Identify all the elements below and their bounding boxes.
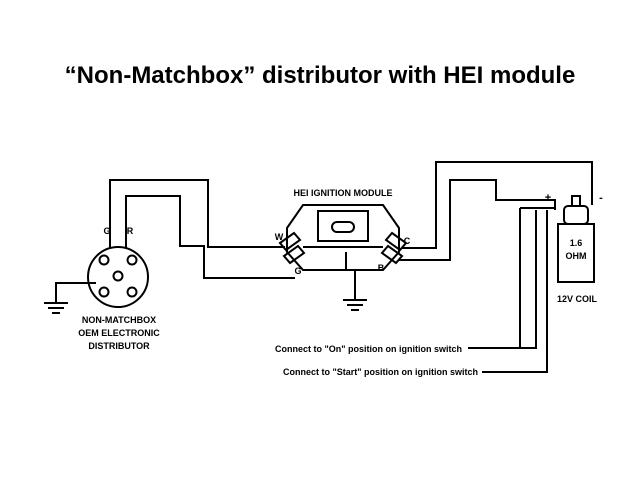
on-switch-wire	[468, 210, 537, 349]
r-wire	[125, 195, 295, 279]
module-pin-c: C	[404, 236, 411, 246]
module-pin-b: B	[378, 263, 385, 273]
distributor-pin-g: G	[103, 226, 110, 236]
distributor-pin-r: R	[127, 226, 134, 236]
coil-label: 12V COIL	[557, 294, 598, 304]
distributor-terminal	[98, 254, 110, 266]
distributor-terminal	[98, 286, 110, 298]
distributor-label-line-2: OEM ELECTRONIC	[78, 328, 160, 338]
module-pin-w: W	[275, 232, 284, 242]
distributor-ground-wire	[55, 282, 96, 303]
g-wire	[109, 179, 285, 249]
module-pin-g: G	[294, 266, 301, 276]
module-ground-wire	[345, 252, 356, 300]
b-wire	[398, 179, 556, 261]
ignition-coil	[557, 195, 595, 283]
distributor-label-line-1: NON-MATCHBOX	[82, 315, 156, 325]
ground-symbol-center	[343, 299, 367, 311]
start-position-note: Connect to "Start" position on ignition …	[283, 367, 478, 377]
on-position-note: Connect to "On" position on ignition swi…	[275, 344, 462, 354]
coil-negative-label: -	[599, 192, 603, 204]
hei-module	[278, 204, 408, 271]
coil-resistance-unit: OHM	[566, 251, 587, 261]
coil-resistance: 1.6	[570, 238, 583, 248]
start-switch-wire	[482, 210, 548, 373]
distributor-terminal	[112, 270, 124, 282]
module-label: HEI IGNITION MODULE	[294, 188, 393, 198]
distributor-label-line-3: DISTRIBUTOR	[88, 341, 150, 351]
c-wire	[402, 161, 593, 249]
diagram-title: “Non-Matchbox” distributor with HEI modu…	[64, 62, 576, 89]
distributor-body	[87, 246, 149, 308]
distributor-terminal	[126, 286, 138, 298]
coil-positive-label: +	[545, 192, 551, 204]
ground-symbol-left	[44, 302, 68, 314]
distributor-terminal	[126, 254, 138, 266]
